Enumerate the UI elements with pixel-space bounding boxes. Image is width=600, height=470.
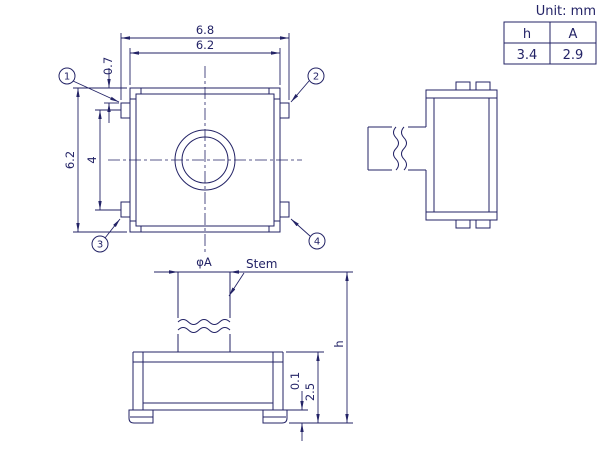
callout-4-label: 4 <box>314 237 320 248</box>
dim-terminal-offset-label: 0.7 <box>101 57 115 75</box>
callout-3-label: 3 <box>97 240 103 251</box>
callout-2-label: 2 <box>313 72 319 83</box>
unit-label: Unit: mm <box>536 4 596 19</box>
terminal-top-right <box>279 102 290 119</box>
front-view-body <box>128 351 288 424</box>
spec-table-value-a: 2.9 <box>563 48 584 63</box>
dim-total-height-label: h <box>332 340 346 347</box>
side-terminal-clip <box>455 220 471 229</box>
stem-leader-line <box>228 272 245 297</box>
side-view <box>367 81 498 229</box>
dim-body-width-label: 6.2 <box>196 38 214 52</box>
callout-4-circle <box>308 232 326 250</box>
spec-table-header-a: A <box>569 27 578 42</box>
stem-label: Stem <box>246 257 277 271</box>
top-view <box>108 66 302 254</box>
side-terminal-clip <box>475 81 491 90</box>
stem-break-line <box>177 319 231 325</box>
push-button-outer-circle <box>174 129 236 191</box>
top-view-body-outer <box>129 87 281 233</box>
callout-2-circle <box>307 67 325 85</box>
callout-1-label: 1 <box>64 72 70 83</box>
side-view-body <box>425 81 498 229</box>
side-terminal-clip <box>475 220 491 229</box>
callout-1-leader <box>72 80 120 103</box>
callout-3-circle <box>91 235 109 253</box>
push-button-inner-circle <box>181 136 229 184</box>
spec-table-value-h: 3.4 <box>517 48 538 63</box>
stem-break-line <box>401 126 407 171</box>
callout-3-leader <box>104 218 121 239</box>
top-view-dimensions: 6.8 6.2 6.2 4 0.7 <box>63 23 290 233</box>
side-terminal-clip <box>455 81 471 90</box>
dim-body-height-label: 6.2 <box>63 151 77 169</box>
callout-1-circle <box>58 67 76 85</box>
dim-stem-diameter-label: φA <box>196 255 212 269</box>
dim-standoff-label: 0.1 <box>288 372 302 390</box>
dim-base-height-label: 2.5 <box>303 383 317 401</box>
terminal-bottom-left <box>120 201 131 218</box>
front-view-stem <box>177 271 231 352</box>
callout-4-leader <box>290 218 311 237</box>
corner-callouts: 1 2 3 4 <box>58 67 326 253</box>
side-view-stem <box>367 126 426 171</box>
front-view <box>128 271 288 424</box>
stem-break-line <box>393 126 399 171</box>
front-view-dimensions: φA Stem h 2.5 0.1 <box>154 255 353 441</box>
dim-overall-width-label: 6.8 <box>196 23 214 37</box>
dim-terminal-pitch-label: 4 <box>85 156 99 163</box>
stem-break-line <box>177 327 231 333</box>
callout-2-leader <box>290 80 310 103</box>
spec-table-header-h: h <box>523 27 531 42</box>
terminal-bottom-right <box>279 201 290 218</box>
spec-table: Unit: mm h A 3.4 2.9 <box>503 4 597 65</box>
top-view-body-inner <box>135 93 275 227</box>
terminal-top-left <box>120 102 131 119</box>
